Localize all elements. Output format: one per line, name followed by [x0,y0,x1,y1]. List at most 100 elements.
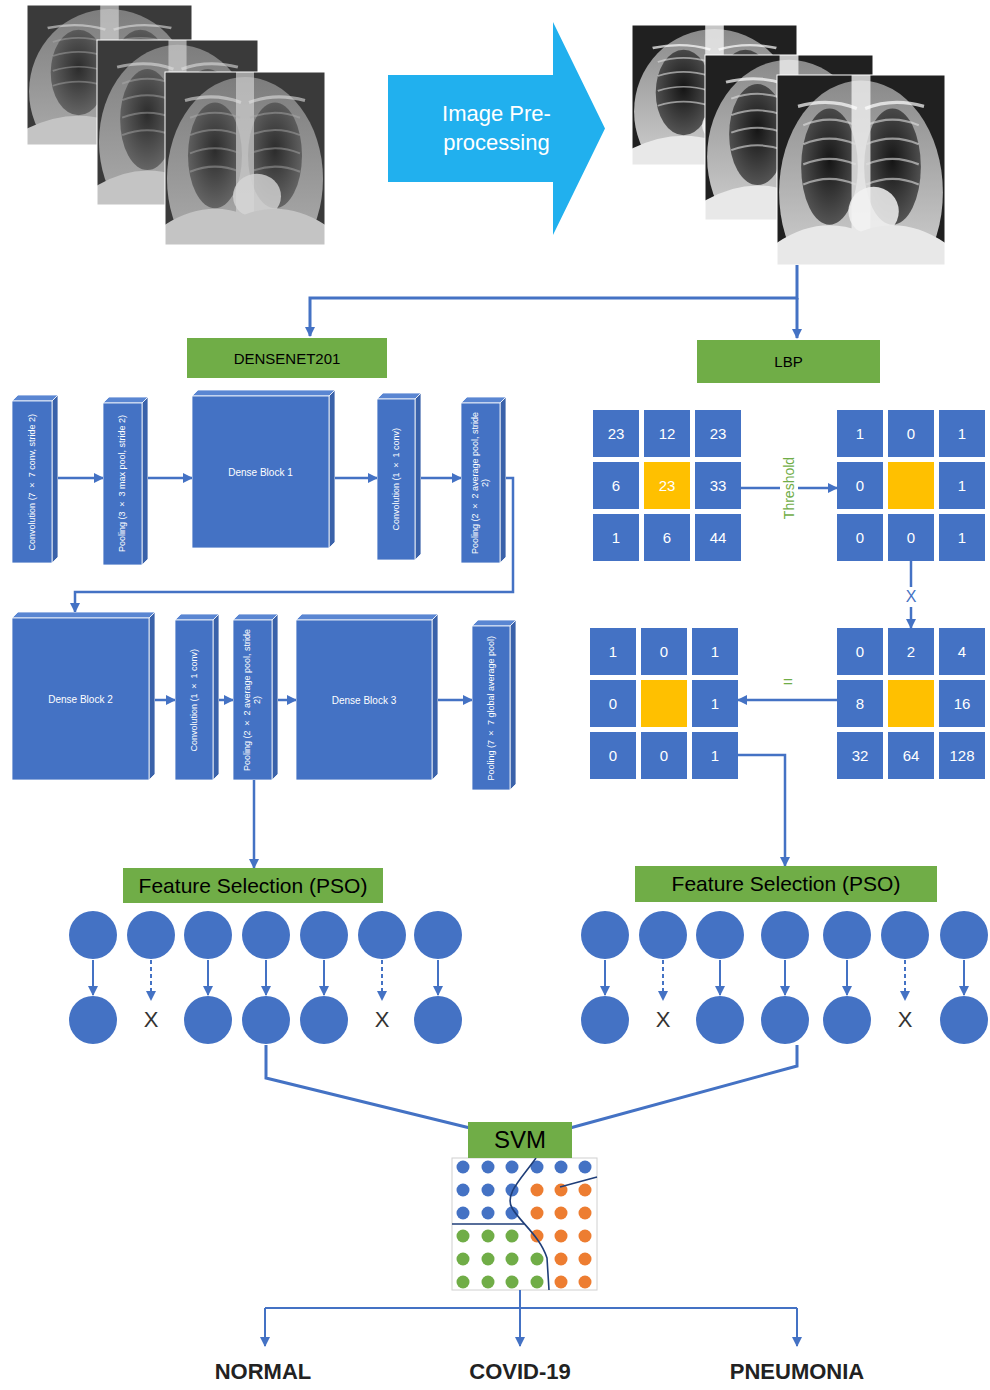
node-label: Image Pre-processing [417,100,577,157]
dense-block: Dense Block 1 [192,390,335,548]
node-label: Convolution (7 × 7 conv, stride 2) [27,414,37,550]
grid-cell: 0 [837,514,883,561]
block-face: Pooling (7 × 7 global average pool) [472,626,510,790]
node-label: 0 [856,529,864,546]
grid-cell: 1 [939,462,985,509]
grid-cell: 16 [939,680,985,727]
node-label: 1 [856,425,864,442]
node-label: 64 [903,747,920,764]
node-label: 1 [612,529,620,546]
node-label: 1 [711,695,719,712]
node-label: 0 [609,695,617,712]
grid-cell: 23 [593,410,639,457]
svm-scatter [452,1158,597,1290]
layer-block: Convolution (1 × 1 conv) [175,614,219,780]
grid-cell: 1 [939,410,985,457]
node-label: 2 [907,643,915,660]
node-label: Dense Block 1 [228,467,292,478]
grid-cell: 6 [644,514,690,561]
grid-cell: 12 [644,410,690,457]
block-face: Convolution (1 × 1 conv) [377,399,415,560]
edge-label: = [783,672,793,692]
node-label: 6 [663,529,671,546]
node-label: 32 [852,747,869,764]
block-face: Dense Block 3 [296,620,432,780]
node-label: Pooling (7 × 7 global average pool) [486,636,496,781]
class-label: COVID-19 [469,1359,570,1385]
grid-cell: 33 [695,462,741,509]
grid-cell [888,462,934,509]
dense-block: Dense Block 2 [12,612,155,780]
block-face: Convolution (1 × 1 conv) [175,620,213,780]
flow-arrow [58,477,103,480]
edge-label: X [904,587,919,607]
lbp-grid: 23 12 23 6 23 33 1 6 44 [593,410,741,561]
node-label: 0 [907,425,915,442]
flow-arrow [148,477,192,480]
grid-cell: 0 [590,680,636,727]
node-label: 128 [949,747,974,764]
arrow-outline [388,22,605,235]
node-label: 8 [856,695,864,712]
node-label: Feature Selection (PSO) [672,872,901,896]
node-label: LBP [774,353,802,370]
grid-cell: 23 [644,462,690,509]
node-label: Convolution (1 × 1 conv) [189,649,199,752]
split-connector [310,265,797,338]
flow-arrow [278,699,296,702]
process-box: Feature Selection (PSO) [635,866,937,902]
layer-block: Pooling (2 × 2 average pool, stride 2) [233,614,278,780]
node-label: 0 [856,643,864,660]
dropped-feature-mark: X [144,1007,159,1033]
grid-cell: 23 [695,410,741,457]
layer-block: Pooling (3 × 3 max pool, stride 2) [103,397,148,565]
flow-arrow [335,477,377,480]
node-label: 1 [958,477,966,494]
node-label: Dense Block 3 [332,695,396,706]
grid-cell: 1 [837,410,883,457]
flow-arrow [438,699,472,702]
grid-cell: 4 [939,628,985,675]
node-label: 1 [609,643,617,660]
process-box: SVM [468,1122,572,1158]
grid-cell: 32 [837,732,883,779]
node-label: 16 [954,695,971,712]
grid-cell: 0 [837,462,883,509]
node-label: Pooling (2 × 2 average pool, stride 2) [470,410,491,556]
grid-cell [888,680,934,727]
grid-cell: 64 [888,732,934,779]
flow-arrow [253,780,256,868]
grid-cell: 128 [939,732,985,779]
block-face: Pooling (2 × 2 average pool, stride 2) [461,403,500,563]
node-label: 12 [659,425,676,442]
node-label: DENSENET201 [234,350,341,367]
node-label: 23 [608,425,625,442]
node-label: 1 [711,747,719,764]
arrow-text-area: Image Pre-processing [388,22,605,235]
node-label: 0 [907,529,915,546]
node-label: 0 [660,643,668,660]
block-face: Dense Block 2 [12,618,149,780]
pso-particles-left [69,911,462,1044]
block-face: Pooling (3 × 3 max pool, stride 2) [103,403,142,565]
node-label: 0 [660,747,668,764]
grid-cell: 2 [888,628,934,675]
dense-block: Dense Block 3 [296,614,438,780]
grid-cell: 0 [641,628,687,675]
node-label: 4 [958,643,966,660]
node-label: 6 [612,477,620,494]
process-arrow: Image Pre-processing [388,22,605,235]
grid-cell [641,680,687,727]
grid-cell: 44 [695,514,741,561]
dropped-feature-mark: X [898,1007,913,1033]
flow-arrow [421,477,461,480]
class-branch-lines [265,1290,797,1346]
node-label: 0 [856,477,864,494]
lbp-grid: 10101001 [590,628,738,779]
grid-cell: 1 [692,732,738,779]
grid-cell: 6 [593,462,639,509]
grid-cell: 0 [641,732,687,779]
node-label: 23 [659,477,676,494]
node-label: 0 [609,747,617,764]
flow-arrow [219,699,233,702]
